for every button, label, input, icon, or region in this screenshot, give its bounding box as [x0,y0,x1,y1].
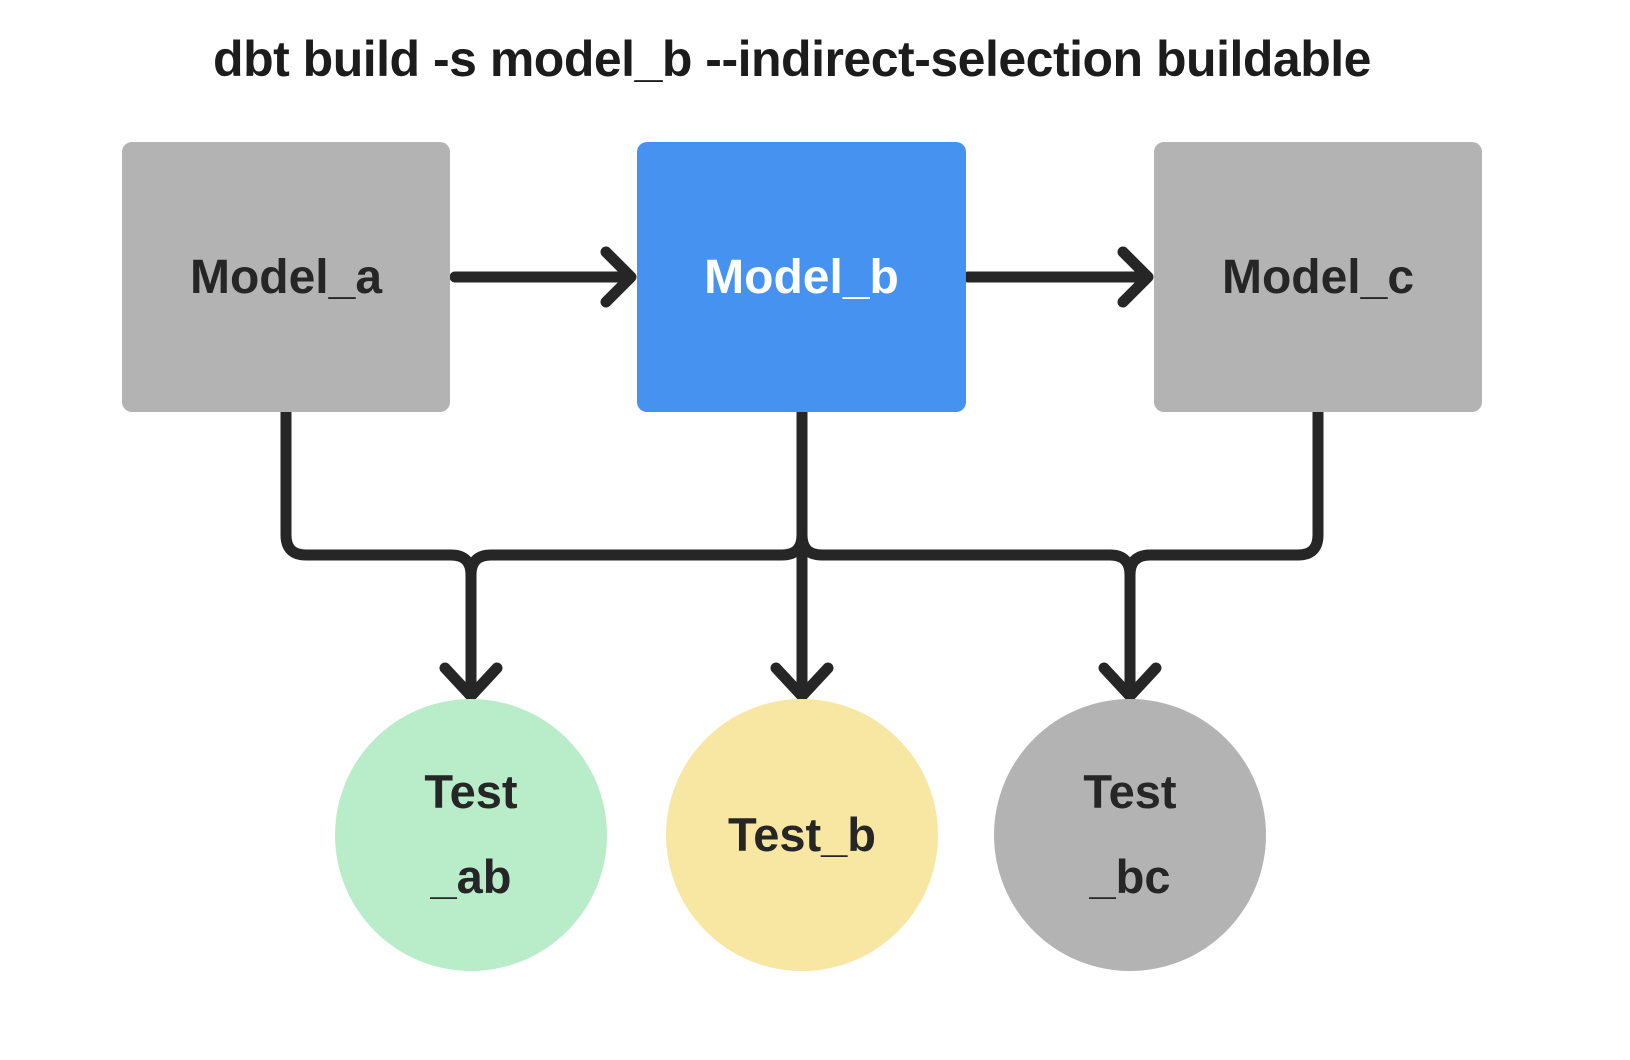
test-b-node: Test_b [666,699,938,971]
model-c-label: Model_c [1221,250,1415,304]
edge-model-b-to-test-ab [465,401,808,697]
test-bc-node: Test _bc [994,699,1266,971]
test-ab-label-line-2: _ab [430,850,512,903]
edge-model-a-to-test-ab [280,401,477,697]
arrowhead-test-b [770,662,834,702]
edge-model-c-to-test-bc [1124,401,1324,697]
diagram-title: dbt build -s model_b --indirect-selectio… [213,31,1371,87]
model-a-node: Model_a [122,142,450,412]
edge-model-b-to-test-bc [796,401,1136,697]
model-b-label: Model_b [704,250,899,304]
arrowhead-test-ab [439,662,503,702]
model-c-node: Model_c [1154,142,1482,412]
arrowhead-model-b [600,246,637,308]
test-b-label-line-1: Test_b [728,807,876,861]
test-bc-label-line-2: _bc [1089,850,1171,903]
test-ab-label-line-1: Test [424,765,518,819]
arrowhead-test-bc [1098,662,1162,702]
test-bc-label-line-1: Test [1083,765,1177,819]
test-ab-node: Test _ab [335,699,607,971]
model-b-node: Model_b [637,142,966,412]
arrowhead-model-c [1117,246,1154,308]
model-a-label: Model_a [189,250,383,304]
